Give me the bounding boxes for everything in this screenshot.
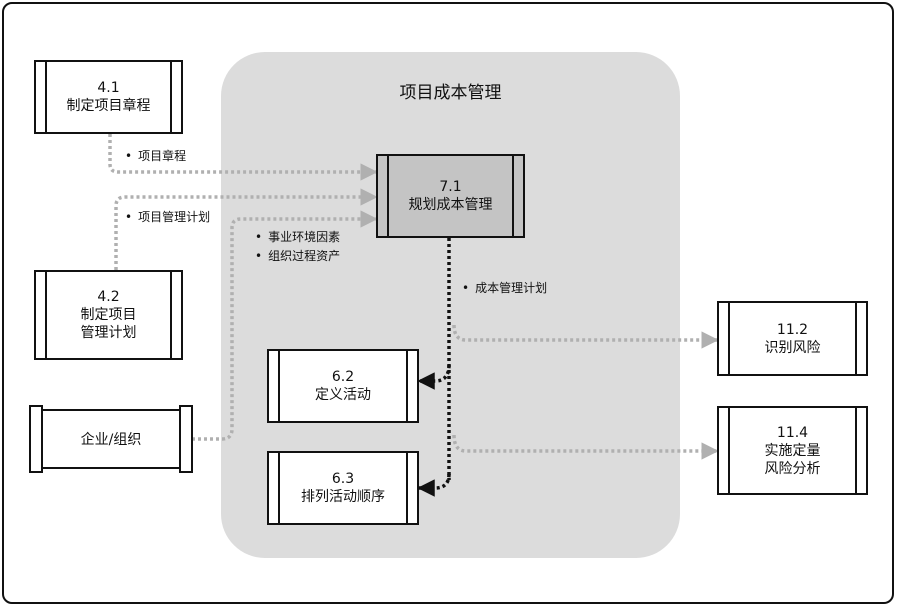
process-name-line2: 风险分析: [764, 460, 821, 477]
process-name-line2: 管理计划: [80, 325, 137, 341]
enterprise-name: 企业/组织: [80, 432, 142, 448]
process-number: 6.2: [331, 369, 355, 385]
process-6-3-box[interactable]: 6.3 排列活动顺序: [267, 451, 419, 525]
bullet: •: [462, 281, 470, 295]
box-edge-bar: [170, 272, 181, 358]
label-project-charter: • 项目章程: [125, 148, 186, 164]
process-number: 6.3: [331, 471, 355, 487]
box-edge-bar: [406, 453, 417, 523]
process-11-4-box[interactable]: 11.4 实施定量 风险分析: [717, 406, 868, 495]
process-4-2-box[interactable]: 4.2 制定项目 管理计划: [34, 270, 183, 360]
box-edge-bar: [36, 62, 47, 132]
region-title: 项目成本管理: [399, 83, 502, 103]
label-text: 项目管理计划: [138, 210, 211, 224]
label-text: 事业环境因素: [268, 230, 341, 244]
arrow-to-6-2: [417, 364, 451, 390]
arrow-to-6-3: [417, 473, 451, 497]
process-name: 识别风险: [764, 339, 821, 356]
label-text: 成本管理计划: [475, 281, 548, 295]
process-name: 制定项目章程: [66, 98, 151, 114]
process-name-line1: 实施定量: [764, 442, 821, 459]
process-name-line1: 制定项目: [80, 307, 137, 323]
enterprise-organization-box[interactable]: 企业/组织: [29, 405, 193, 473]
label-text: 项目章程: [138, 149, 187, 163]
process-name: 定义活动: [315, 387, 371, 403]
label-pm-plan: • 项目管理计划: [125, 209, 210, 225]
process-number: 11.4: [776, 424, 809, 441]
box-edge-bar: [36, 272, 47, 358]
process-number: 4.1: [97, 80, 120, 96]
box-edge-bar: [855, 408, 866, 493]
bullet: •: [125, 210, 133, 224]
box-edge-bar: [406, 351, 417, 421]
process-name: 排列活动顺序: [301, 489, 385, 505]
box-edge-bar: [170, 62, 181, 132]
scroll-cap: [29, 405, 43, 473]
process-number: 11.2: [776, 321, 809, 338]
box-edge-bar: [855, 303, 866, 374]
label-text: 组织过程资产: [268, 249, 341, 263]
label-cost-plan: • 成本管理计划: [462, 280, 547, 296]
arrow-enterprise: [192, 210, 378, 441]
arrow-charter: [108, 134, 378, 181]
diagram-frame: [2, 2, 894, 604]
process-11-2-box[interactable]: 11.2 识别风险: [717, 301, 868, 376]
bullet: •: [255, 249, 263, 263]
process-number: 4.2: [97, 289, 120, 305]
box-edge-bar: [512, 156, 523, 236]
box-edge-bar: [719, 303, 730, 374]
box-edge-bar: [719, 408, 730, 493]
label-eef: • 事业环境因素: [255, 229, 340, 245]
process-number: 7.1: [439, 179, 462, 195]
box-edge-bar: [269, 453, 280, 523]
bullet: •: [255, 230, 263, 244]
box-edge-bar: [269, 351, 280, 421]
arrow-to-11-2: [452, 324, 719, 349]
scroll-cap: [179, 405, 193, 473]
label-opa: • 组织过程资产: [255, 248, 340, 264]
process-6-2-box[interactable]: 6.2 定义活动: [267, 349, 419, 423]
arrow-to-11-4: [452, 434, 719, 460]
box-edge-bar: [378, 156, 389, 236]
bullet: •: [125, 149, 133, 163]
process-name: 规划成本管理: [408, 197, 493, 213]
arrow-pmplan: [114, 188, 378, 270]
process-7-1-box[interactable]: 7.1 规划成本管理: [376, 154, 525, 238]
process-4-1-box[interactable]: 4.1 制定项目章程: [34, 60, 183, 134]
